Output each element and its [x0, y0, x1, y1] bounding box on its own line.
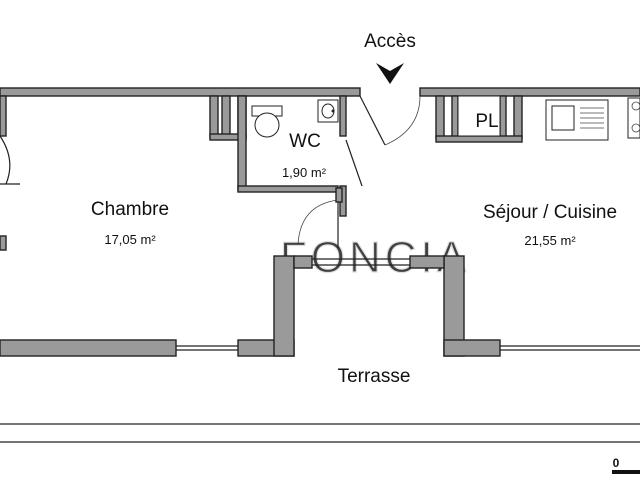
room-area-sejour: 21,55 m² — [524, 233, 576, 248]
room-area-chambre: 17,05 m² — [104, 232, 156, 247]
scale-bar — [612, 470, 640, 474]
scale-label: 0 — [613, 456, 620, 470]
terrace-edge — [0, 423, 640, 443]
kitchen-counter — [545, 99, 609, 141]
access-arrow-icon — [376, 63, 404, 84]
access-label: Accès — [364, 31, 416, 52]
sink-icon — [317, 99, 339, 123]
stove-icon — [627, 97, 640, 139]
top-wall-left — [0, 87, 361, 97]
bay-window — [293, 255, 445, 269]
room-area-wc: 1,90 m² — [282, 165, 327, 180]
closet-pl — [457, 95, 501, 137]
room-name-sejour: Séjour / Cuisine — [483, 202, 617, 223]
toilet-icon — [251, 105, 283, 138]
left-wall — [0, 95, 20, 251]
entrance-door — [359, 95, 421, 146]
top-wall-right — [419, 87, 640, 97]
bottom-wall-right — [443, 255, 640, 357]
interior-door — [297, 187, 343, 248]
room-name-chambre: Chambre — [91, 199, 169, 220]
bottom-wall-left — [0, 255, 295, 357]
terrace-label: Terrasse — [338, 366, 411, 387]
closet-label: PL — [475, 111, 498, 132]
room-name-wc: WC — [289, 131, 321, 152]
